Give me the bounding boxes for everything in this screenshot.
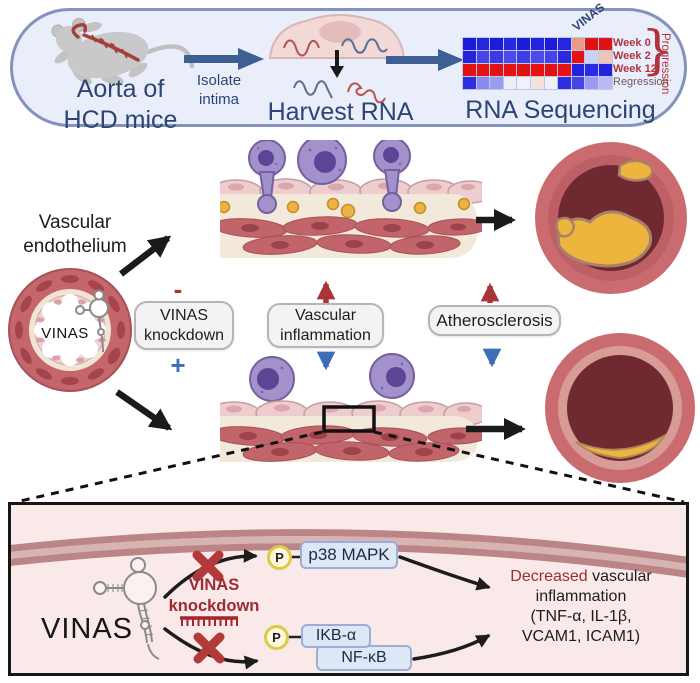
vinas-structure-large [93,557,160,660]
mechanism-graphics [11,529,686,670]
atherosclerosis-box: Atherosclerosis [428,305,561,336]
heatmap-cell [571,38,585,50]
endothelium-nuclei [36,299,106,363]
heatmap-grid [462,37,613,90]
heatmap-cell [544,38,558,50]
smc-nuclei [241,222,466,249]
harvest-rna-label: Harvest RNA [267,98,414,126]
arrow-isolate-intima [184,48,264,70]
diseased-artery-cross-section [535,142,687,294]
protected-vessel-wall [220,353,482,462]
heatmap-cell [463,64,476,76]
heatmap-cell [598,64,612,76]
progression-label: Progression [659,33,671,95]
heatmap-cell [558,64,571,76]
heatmap-cell [517,64,530,76]
phospho-circle-ikb: P [264,625,289,650]
heatmap-row-label-week2: Week 2 [613,50,651,62]
vascular-endothelium-label: Vascular endothelium [23,212,127,257]
progression-brace: } [641,21,675,81]
heatmap-cell [476,77,490,89]
heatmap-cell [598,77,612,89]
rna-strands [293,80,386,104]
healthy-artery-cross-section [545,333,695,483]
heatmap-cell [517,38,530,50]
inflamed-vessel-wall [220,140,482,258]
heatmap-cell [558,38,571,50]
minus-sign: - [173,274,183,304]
heatmap-cell [598,51,612,63]
lipid-droplets [220,197,471,219]
aorta-label: Aorta of HCD mice [63,75,178,134]
vascular-inflammation-box: Vascular inflammation [267,303,384,348]
heatmap-cell [544,51,558,63]
vessel-lumen-vinas-label: VINAS [41,325,89,342]
heatmap-cell [463,77,476,89]
heatmap-cell [490,64,503,76]
heatmap-cell [517,77,530,89]
down-arrow-harvest [330,50,344,78]
heatmap-cell [544,64,558,76]
heatmap-cell [585,38,598,50]
red-x-marks [192,550,225,664]
nfkb-box: NF-κB [316,645,412,671]
heatmap-cell [530,64,544,76]
arrow-to-sequencing [386,49,464,71]
smooth-muscle-cells [220,425,482,462]
heatmap-cell [585,51,598,63]
heatmap-cell [503,51,517,63]
p38-mapk-box: p38 MAPK [300,541,398,569]
heatmap-cell [571,51,585,63]
cell-illustration [268,13,406,59]
heatmap-row-label-regression: Regression [613,76,669,88]
plus-sign: + [170,350,186,380]
heatmap-cell [585,77,598,89]
heatmap-row-label-week0: Week 0 [613,37,651,49]
heatmap-cell [517,51,530,63]
vessel-lumen [34,294,106,366]
phospho-circle-p38: P [267,545,292,570]
heatmap-cell [571,64,585,76]
outcome-line1: Decreased vascular [510,568,652,585]
vessel-ring-illustration [8,268,132,392]
heatmap-cell [544,77,558,89]
immune-cells [248,140,411,214]
heatmap-cell [476,51,490,63]
heatmap-cell [463,38,476,50]
vinas-knockdown-label: VINAS knockdown [168,576,260,615]
heatmap-cell [585,64,598,76]
heatmap-cell [476,38,490,50]
vinas-structure-small [75,289,109,353]
heatmap-cell [503,64,517,76]
heatmap-cell [558,51,571,63]
outcome-text: Decreased vascular inflammation (TNF-α, … [505,567,657,647]
arrow-p38-to-outcome [398,555,491,591]
heatmap-cell [530,38,544,50]
isolate-intima-label: Isolate intima [196,72,242,108]
rna-sequencing-label: RNA Sequencing [465,96,656,124]
antisense-oligo-icon [180,616,238,626]
heatmap-cell [463,51,476,63]
heatmap-cell [490,77,503,89]
vessel-ring-cells [15,275,125,385]
heatmap-cell [530,77,544,89]
heatmap-cell [476,64,490,76]
mechanism-panel: VINAS VINAS knockdown P p38 MAPK NF-κB I… [8,502,689,676]
heatmap-cell [490,38,503,50]
heatmap-cell [490,51,503,63]
vinas-label-large: VINAS [41,613,134,645]
heatmap-cell [503,77,517,89]
vinas-knockdown-box: VINAS knockdown [134,301,234,350]
heatmap-cell [558,77,571,89]
heatmap-cell [530,51,544,63]
arrow-nfkb-to-outcome [412,634,491,661]
immune-cells-floating [249,353,415,402]
heatmap-cell [503,38,517,50]
heatmap-row-label-week12: Week 12 [613,63,657,75]
ikb-box: IKB-α [301,624,371,648]
endothelial-nuclei [228,182,475,191]
heatmap-cell [571,77,585,89]
heatmap-cell [598,38,612,50]
